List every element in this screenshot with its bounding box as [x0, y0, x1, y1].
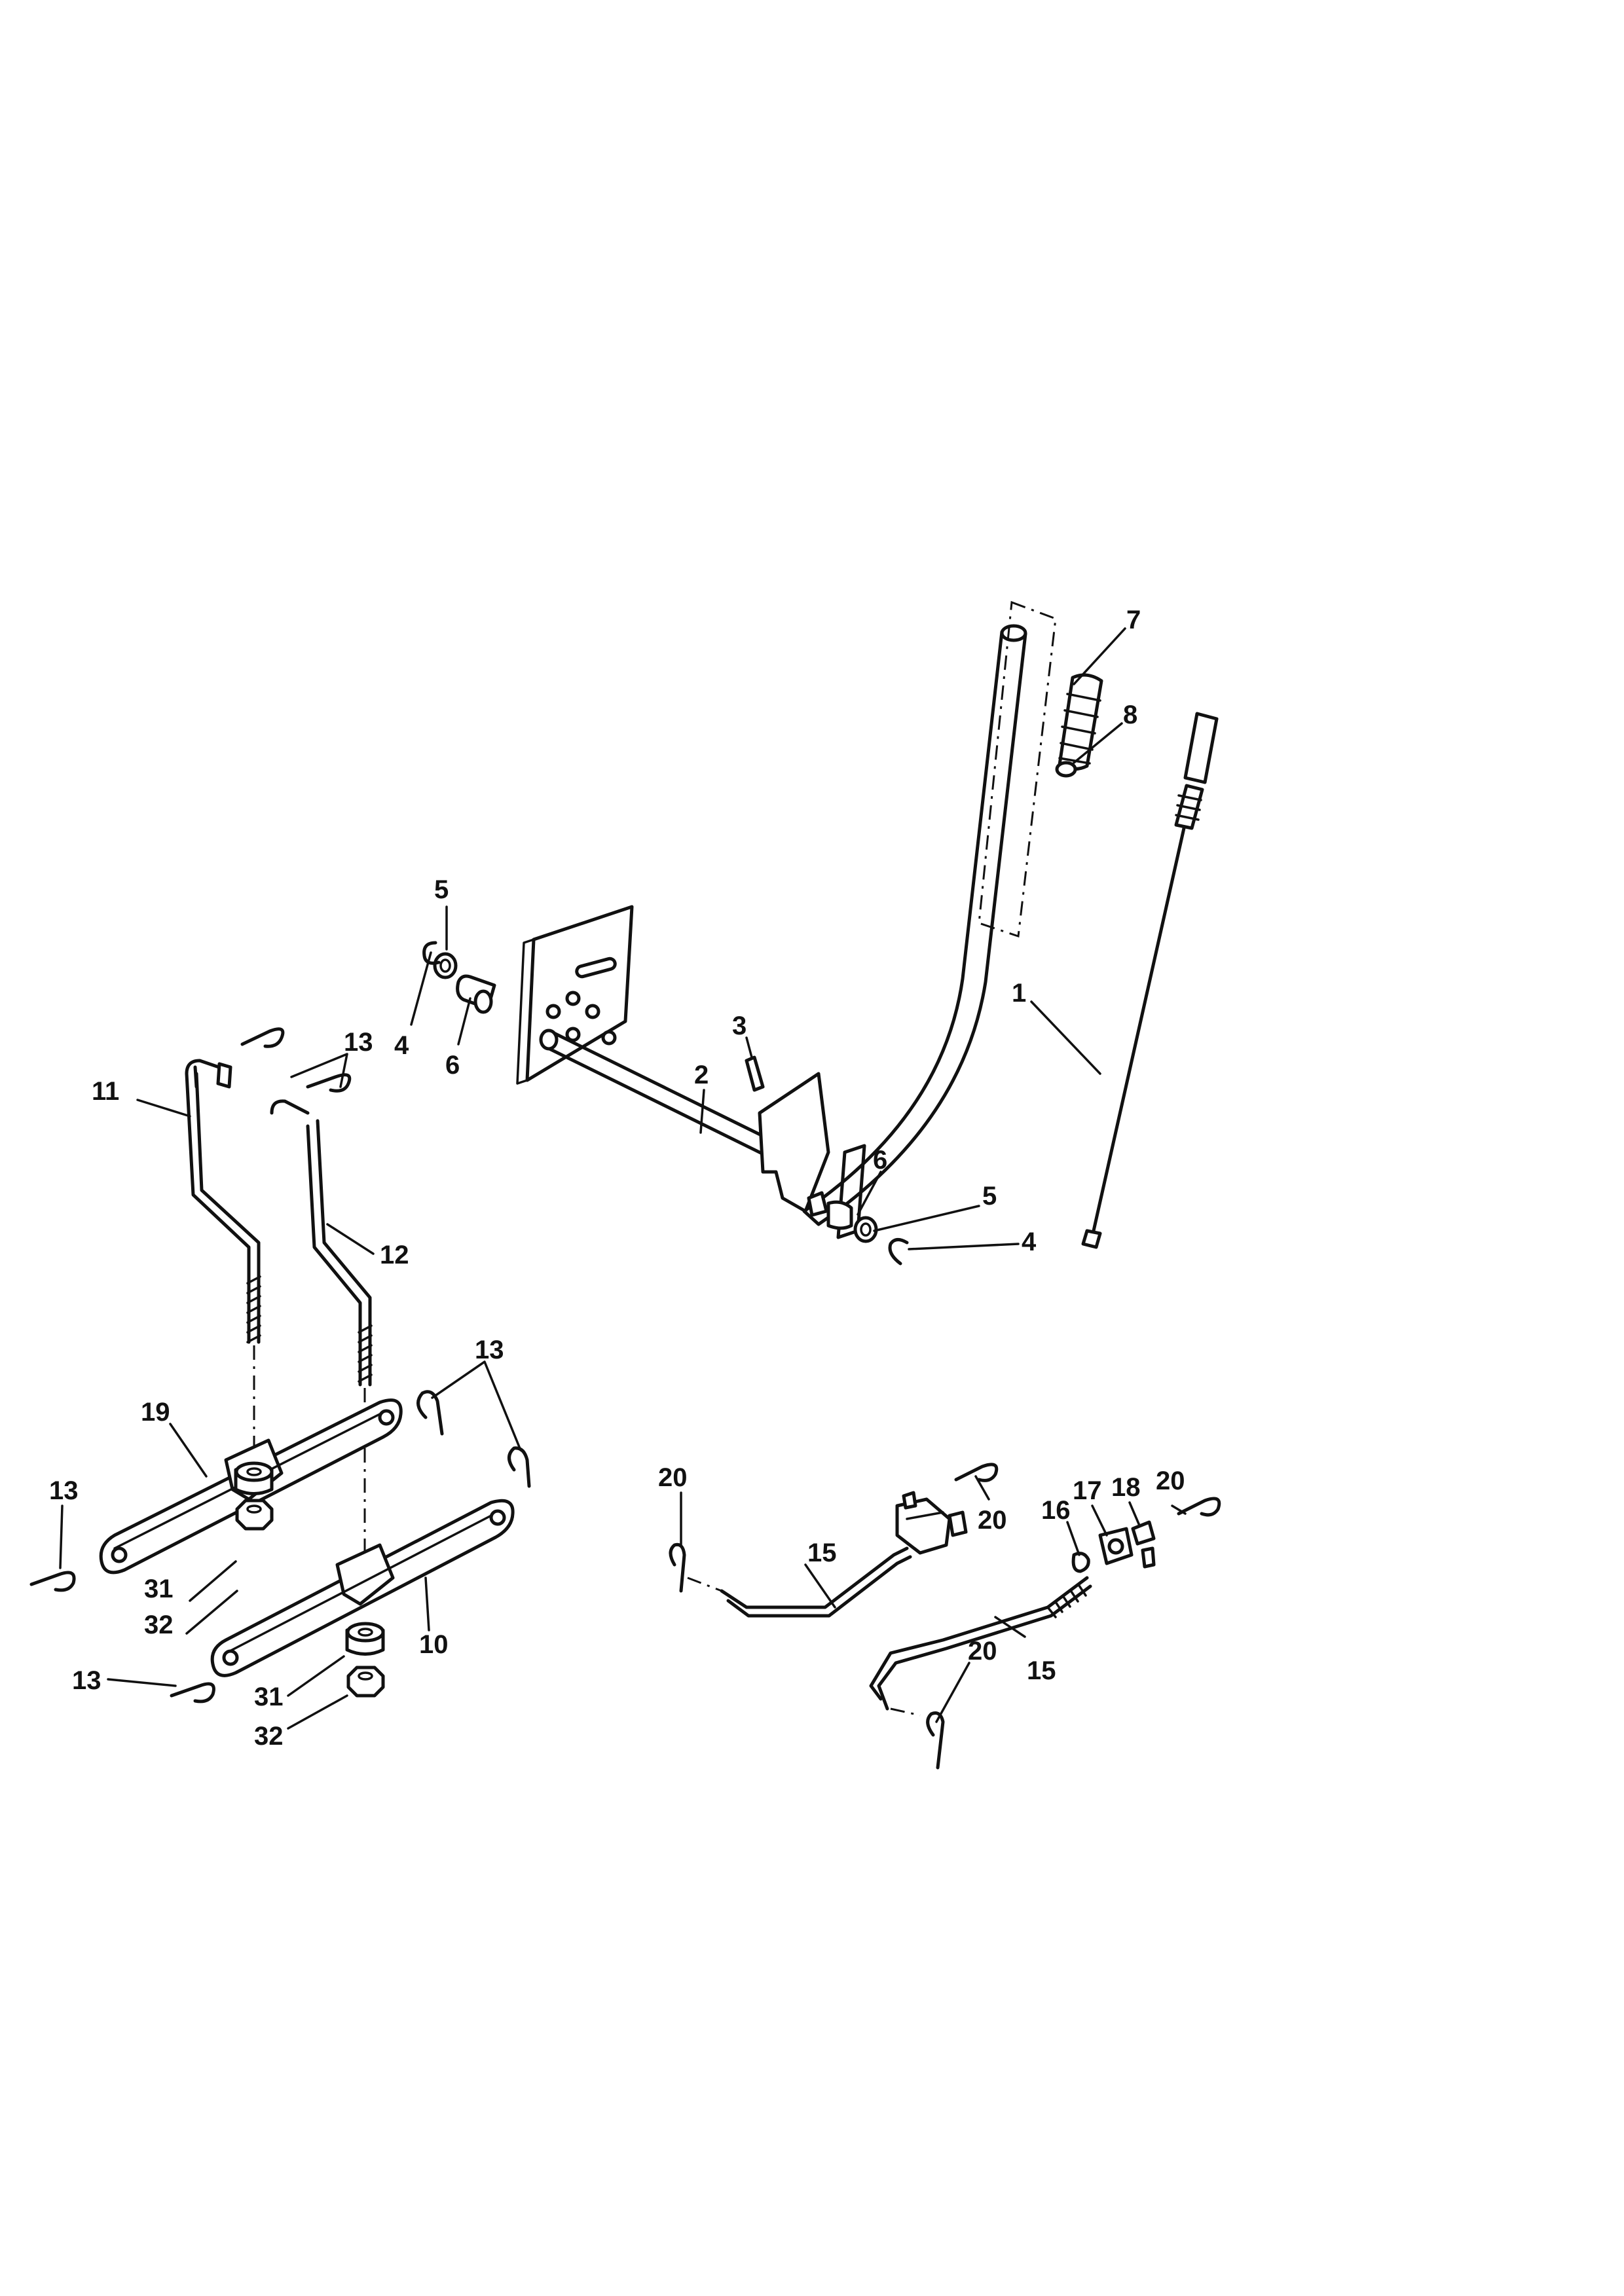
spacer-nut-lower — [345, 1622, 385, 1698]
callout-5: 5 — [982, 1182, 997, 1211]
callout-13: 13 — [344, 1028, 373, 1057]
trunnion-assembly — [1071, 1520, 1156, 1573]
callout-17: 17 — [1073, 1476, 1102, 1505]
callout-32: 32 — [144, 1611, 174, 1639]
mounting-plate — [516, 905, 634, 1085]
callout-13: 13 — [72, 1666, 101, 1695]
lift-arm-lower — [210, 1499, 515, 1677]
callout-16: 16 — [1041, 1496, 1071, 1525]
handle-grip — [1058, 673, 1103, 771]
handle-bracket — [758, 1072, 830, 1213]
callout-1: 1 — [1012, 979, 1026, 1008]
callout-19: 19 — [141, 1398, 170, 1427]
callout-20: 20 — [968, 1637, 997, 1666]
lift-link-right — [270, 1099, 373, 1387]
spacer-nut-upper — [234, 1461, 274, 1531]
left-shaft-hardware — [422, 941, 496, 1014]
callout-10: 10 — [419, 1630, 449, 1659]
callout-11: 11 — [92, 1077, 119, 1106]
lift-link-left — [185, 1059, 261, 1344]
callout-8: 8 — [1123, 701, 1137, 729]
callout-15: 15 — [1027, 1656, 1056, 1685]
callout-20: 20 — [1156, 1467, 1185, 1495]
callout-5: 5 — [434, 875, 449, 904]
callout-20: 20 — [658, 1463, 688, 1492]
lift-cable — [1081, 712, 1219, 1249]
callout-13: 13 — [49, 1476, 79, 1505]
callout-6: 6 — [873, 1146, 887, 1175]
grip-cap — [1055, 761, 1077, 778]
lift-handle — [802, 624, 1027, 1239]
callout-2: 2 — [694, 1061, 709, 1089]
alignment-line-rod-top — [687, 1576, 722, 1592]
callout-32: 32 — [254, 1722, 284, 1751]
callout-31: 31 — [254, 1683, 284, 1711]
callout-3: 3 — [732, 1011, 747, 1040]
callout-13: 13 — [475, 1336, 504, 1364]
roll-pin — [745, 1055, 765, 1092]
control-rod-lower — [869, 1576, 1092, 1711]
callout-15: 15 — [807, 1539, 837, 1567]
callout-4: 4 — [394, 1031, 409, 1060]
callout-4: 4 — [1022, 1228, 1037, 1256]
alignment-line-rod — [890, 1707, 921, 1717]
grip-position-outline — [978, 600, 1057, 938]
callout-18: 18 — [1111, 1473, 1141, 1502]
callout-12: 12 — [380, 1241, 409, 1269]
hairpin-clips-rods — [669, 1463, 1221, 1770]
callout-20: 20 — [978, 1506, 1007, 1535]
hairpin-clips-upper — [240, 1027, 352, 1093]
callout-labels: 7 8 1 5 4 6 3 2 6 5 4 13 11 12 13 19 13 … — [49, 606, 1185, 1751]
callout-6: 6 — [445, 1051, 460, 1080]
control-rod-upper — [720, 1491, 968, 1618]
callout-7: 7 — [1126, 606, 1141, 634]
leader-lines — [59, 627, 1187, 1730]
right-shaft-hardware — [807, 1191, 909, 1266]
callout-31: 31 — [144, 1575, 174, 1603]
